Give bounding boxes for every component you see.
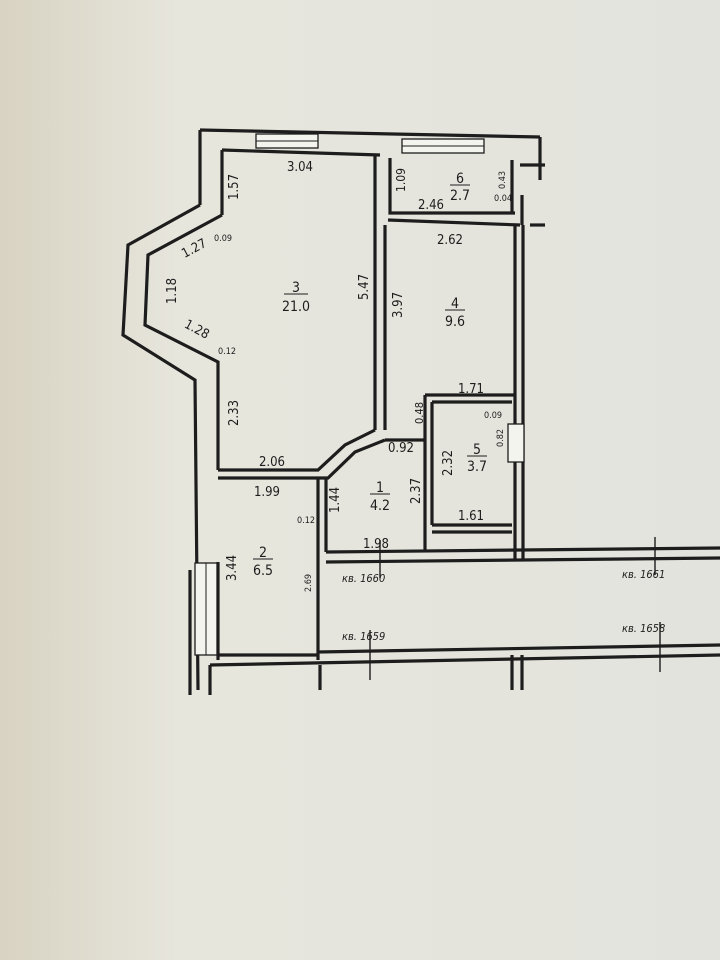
dim-label: 1.57 <box>227 174 242 200</box>
dim-label: 2.33 <box>227 400 242 426</box>
room-6-area: 2.7 <box>450 188 470 204</box>
dim-label: 0.48 <box>413 402 426 424</box>
dim-label: 0.92 <box>388 441 414 456</box>
dim-label: 2.46 <box>418 198 444 213</box>
dim-label: 5.47 <box>357 274 372 300</box>
dim-label: 0.12 <box>218 347 236 357</box>
dim-label: 0.09 <box>484 411 502 421</box>
room-4-area: 9.6 <box>445 314 465 330</box>
level-ticks <box>369 537 661 680</box>
room-1-number: 1 <box>376 480 384 496</box>
room-6-number: 6 <box>456 171 464 187</box>
dim-label: 0.43 <box>498 171 508 189</box>
dim-label: 0.82 <box>496 429 506 447</box>
dim-label: 2.37 <box>409 478 424 504</box>
dim-label: 1.98 <box>363 537 389 552</box>
dim-label: 1.99 <box>254 485 280 500</box>
flat-label: кв. 1658 <box>622 622 665 635</box>
dim-label: 2.06 <box>259 455 285 470</box>
dim-label: 1.71 <box>458 382 484 397</box>
dim-label: 3.04 <box>287 160 313 175</box>
dimension-labels: 3.04 1.57 1.27 0.09 1.18 1.28 0.12 5.47 … <box>165 160 512 592</box>
dim-label: 1.18 <box>165 278 180 304</box>
room-3-number: 3 <box>292 280 300 296</box>
room-1-area: 4.2 <box>370 498 390 514</box>
flat-labels: кв. 1660 кв. 1661 кв. 1659 кв. 1658 <box>342 568 665 643</box>
dim-label: 3.44 <box>225 555 240 581</box>
flat-label: кв. 1659 <box>342 630 385 643</box>
walls <box>121 128 720 695</box>
room-5-number: 5 <box>473 442 481 458</box>
room-labels: 3 21.0 4 9.6 6 2.7 5 3.7 1 4.2 2 6.5 <box>253 171 487 579</box>
room-3-area: 21.0 <box>282 299 310 315</box>
dim-label: 3.97 <box>391 292 406 318</box>
room-5-area: 3.7 <box>467 459 487 475</box>
dim-label: 1.09 <box>394 168 408 192</box>
dim-label: 1.44 <box>328 487 343 513</box>
dim-label: 0.09 <box>214 234 232 244</box>
room-2-area: 6.5 <box>253 563 273 579</box>
dim-label: 2.62 <box>437 233 463 248</box>
dim-label: 0.04 <box>494 194 512 204</box>
dim-label: 0.12 <box>297 516 315 526</box>
flat-label: кв. 1660 <box>342 572 385 585</box>
dim-label: 2.69 <box>304 574 314 592</box>
windows <box>194 133 525 656</box>
dim-label: 1.61 <box>458 509 484 524</box>
flat-label: кв. 1661 <box>622 568 665 581</box>
room-4-number: 4 <box>451 296 459 312</box>
dim-label: 2.32 <box>441 450 456 476</box>
room-2-number: 2 <box>259 545 267 561</box>
vent-shaft <box>507 423 525 463</box>
